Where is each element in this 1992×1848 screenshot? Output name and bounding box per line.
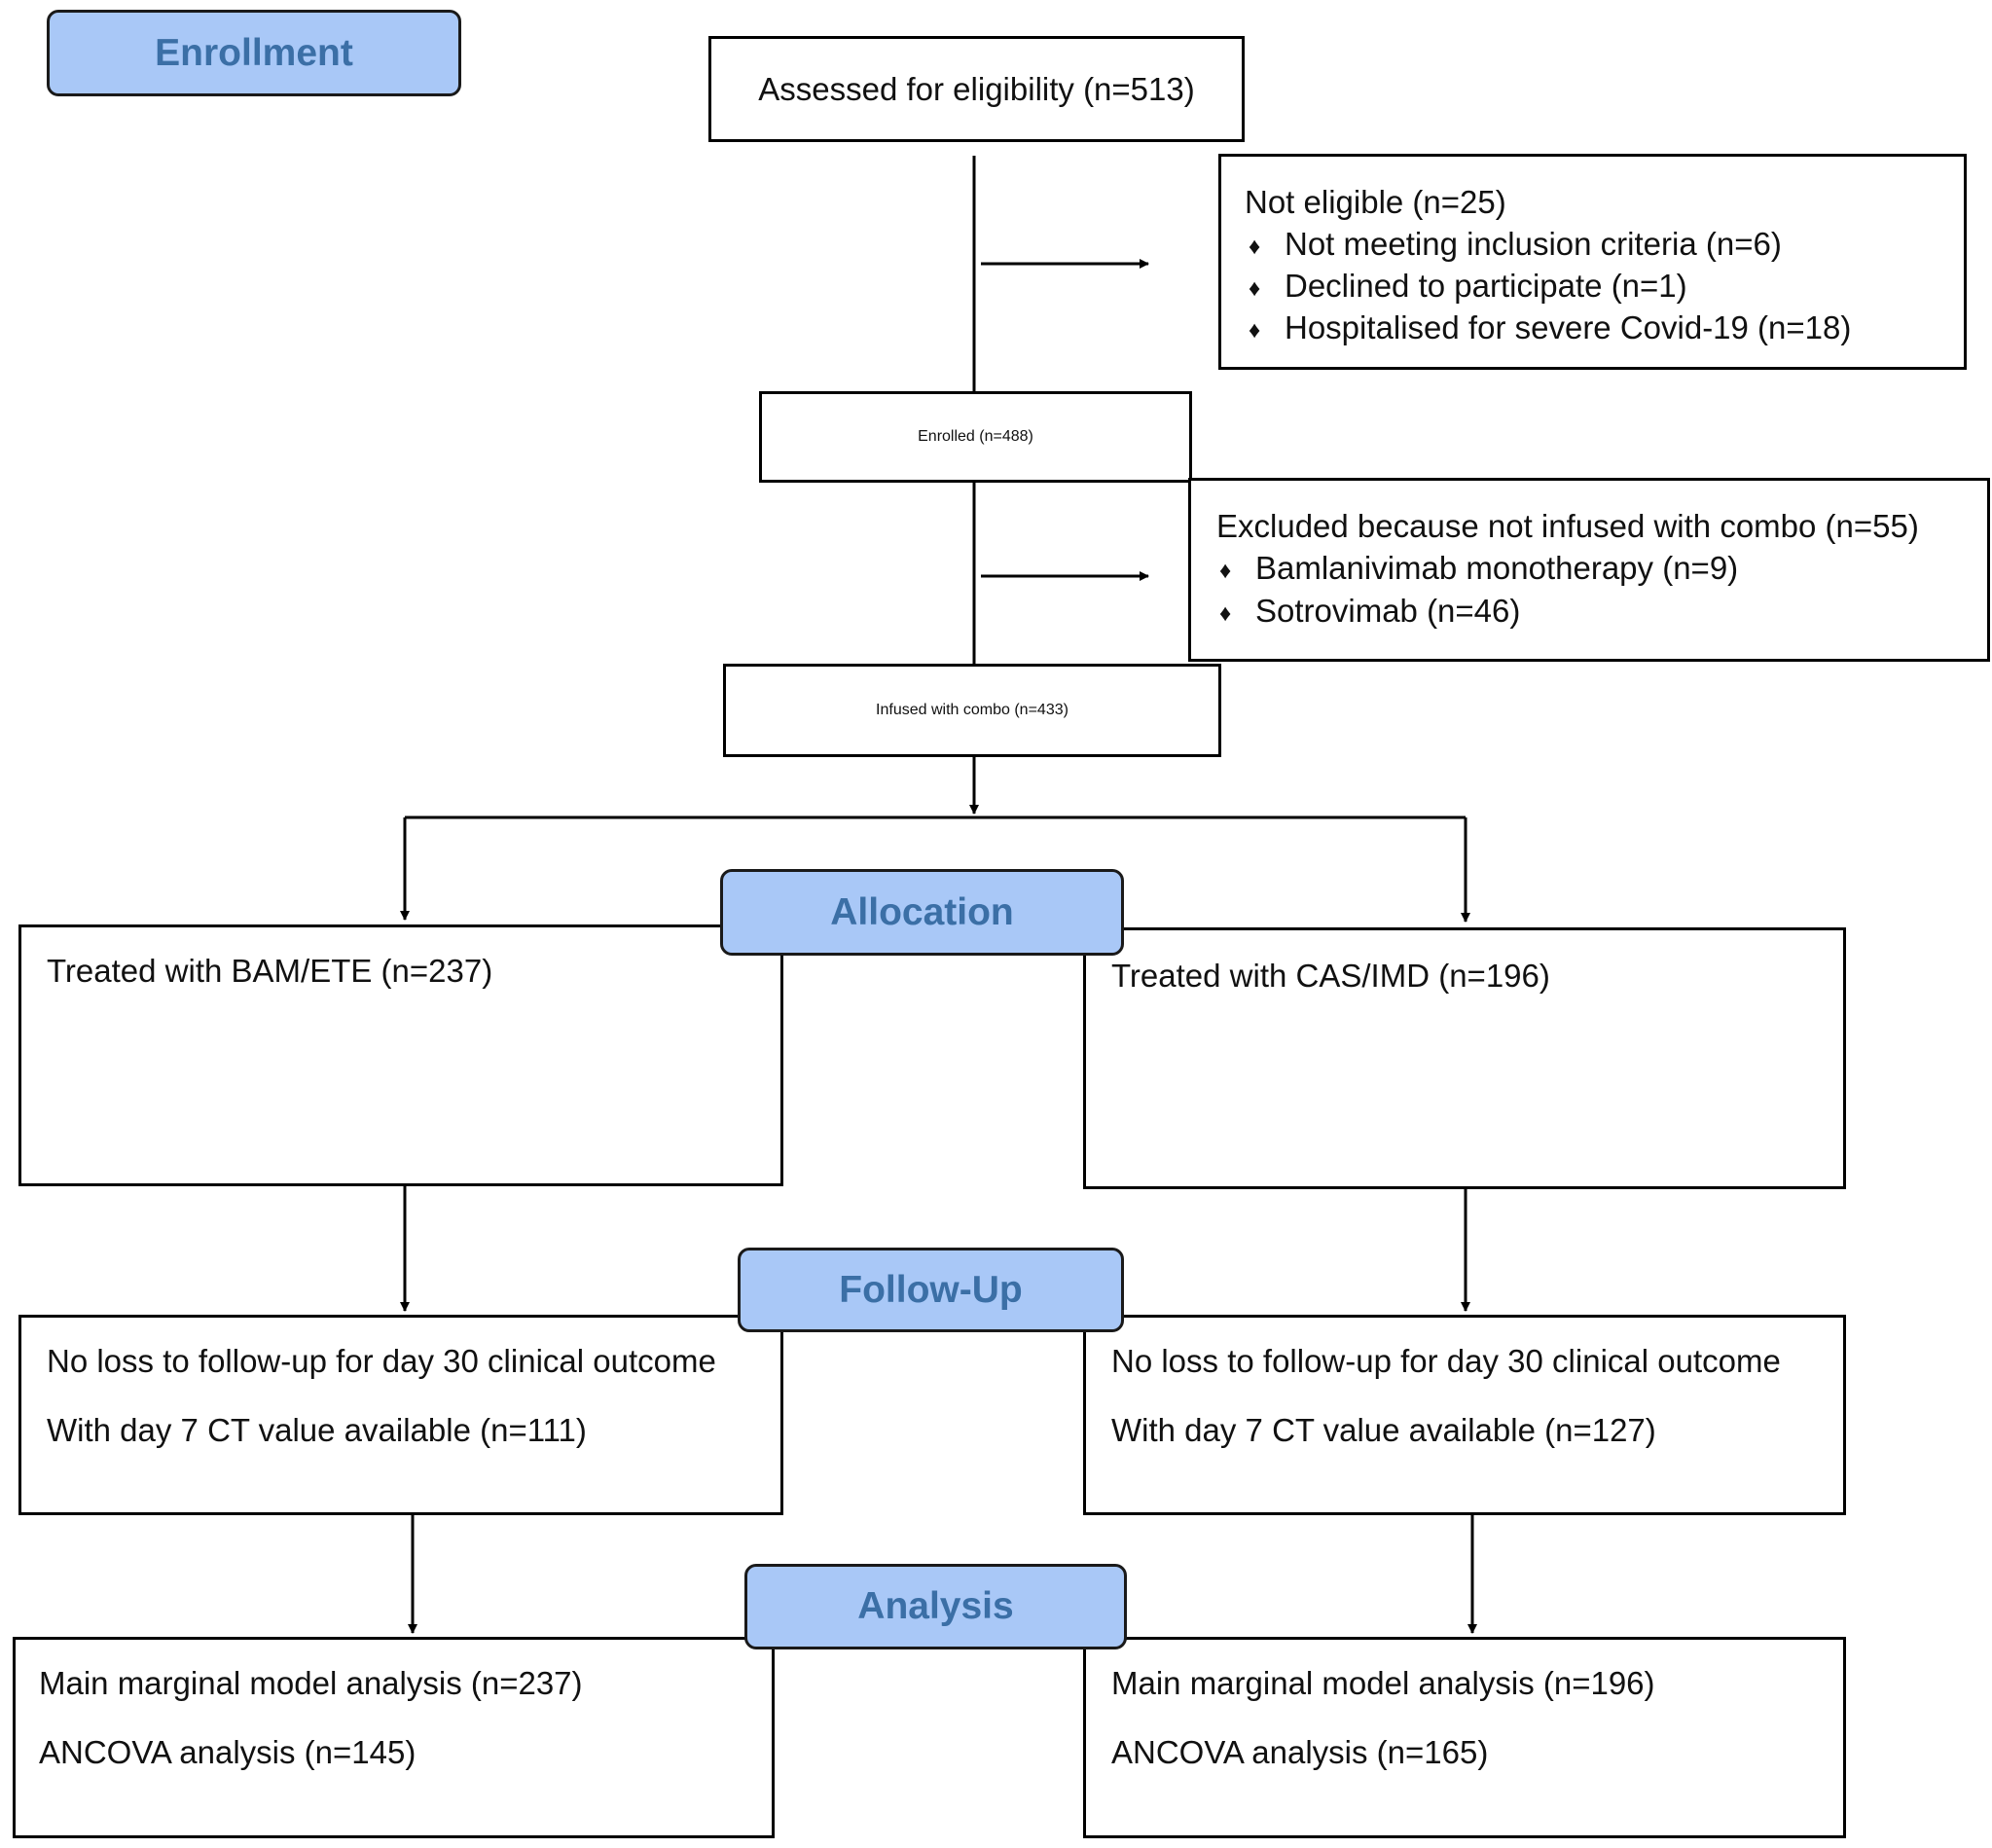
- excluded-item: Bamlanivimab monotherapy (n=9): [1255, 550, 1739, 586]
- right-followup-line-1: No loss to follow-up for day 30 clinical…: [1111, 1343, 1781, 1379]
- left-followup-box: [18, 1315, 783, 1515]
- left-analysis-line-2: ANCOVA analysis (n=145): [39, 1734, 417, 1770]
- bullet-icon: ♦: [1249, 317, 1261, 344]
- left-treated-box: [18, 924, 783, 1186]
- left-followup-line-1: No loss to follow-up for day 30 clinical…: [47, 1343, 716, 1379]
- bullet-icon: ♦: [1219, 558, 1232, 584]
- not-eligible-item: Not meeting inclusion criteria (n=6): [1285, 226, 1782, 262]
- enrolled-label: Enrolled (n=488): [918, 428, 1033, 445]
- left-analysis-box: [13, 1637, 775, 1838]
- assessed-label: Assessed for eligibility (n=513): [758, 70, 1195, 107]
- not-eligible-title: Not eligible (n=25): [1245, 184, 1506, 220]
- not-eligible-box: [1218, 154, 1967, 370]
- stage-follow-up: Follow-Up: [738, 1248, 1124, 1332]
- assessed-box: Assessed for eligibility (n=513): [708, 36, 1245, 142]
- right-analysis-box: [1083, 1637, 1846, 1838]
- excluded-item: Sotrovimab (n=46): [1255, 593, 1521, 629]
- right-analysis-line-2: ANCOVA analysis (n=165): [1111, 1734, 1489, 1770]
- right-analysis-line-1: Main marginal model analysis (n=196): [1111, 1665, 1655, 1701]
- left-followup-line-2: With day 7 CT value available (n=111): [47, 1412, 587, 1448]
- stage-enrollment: Enrollment: [47, 10, 461, 96]
- stage-allocation: Allocation: [720, 869, 1124, 956]
- left-analysis-line-1: Main marginal model analysis (n=237): [39, 1665, 583, 1701]
- bullet-icon: ♦: [1249, 275, 1261, 302]
- infused-label: Infused with combo (n=433): [876, 702, 1068, 718]
- infused-box: Infused with combo (n=433): [723, 664, 1221, 757]
- right-followup-box: [1083, 1315, 1846, 1515]
- enrolled-box: Enrolled (n=488): [759, 391, 1192, 483]
- right-followup-line-2: With day 7 CT value available (n=127): [1111, 1412, 1656, 1448]
- excluded-title: Excluded because not infused with combo …: [1216, 508, 1919, 544]
- not-eligible-item: Hospitalised for severe Covid-19 (n=18): [1285, 309, 1852, 345]
- bullet-icon: ♦: [1249, 234, 1261, 260]
- excluded-box: [1188, 478, 1990, 662]
- bullet-icon: ♦: [1219, 600, 1232, 627]
- left-treated-label: Treated with BAM/ETE (n=237): [47, 953, 493, 989]
- right-treated-label: Treated with CAS/IMD (n=196): [1111, 958, 1550, 994]
- stage-analysis: Analysis: [744, 1564, 1127, 1649]
- right-treated-box: [1083, 927, 1846, 1189]
- not-eligible-item: Declined to participate (n=1): [1285, 268, 1687, 304]
